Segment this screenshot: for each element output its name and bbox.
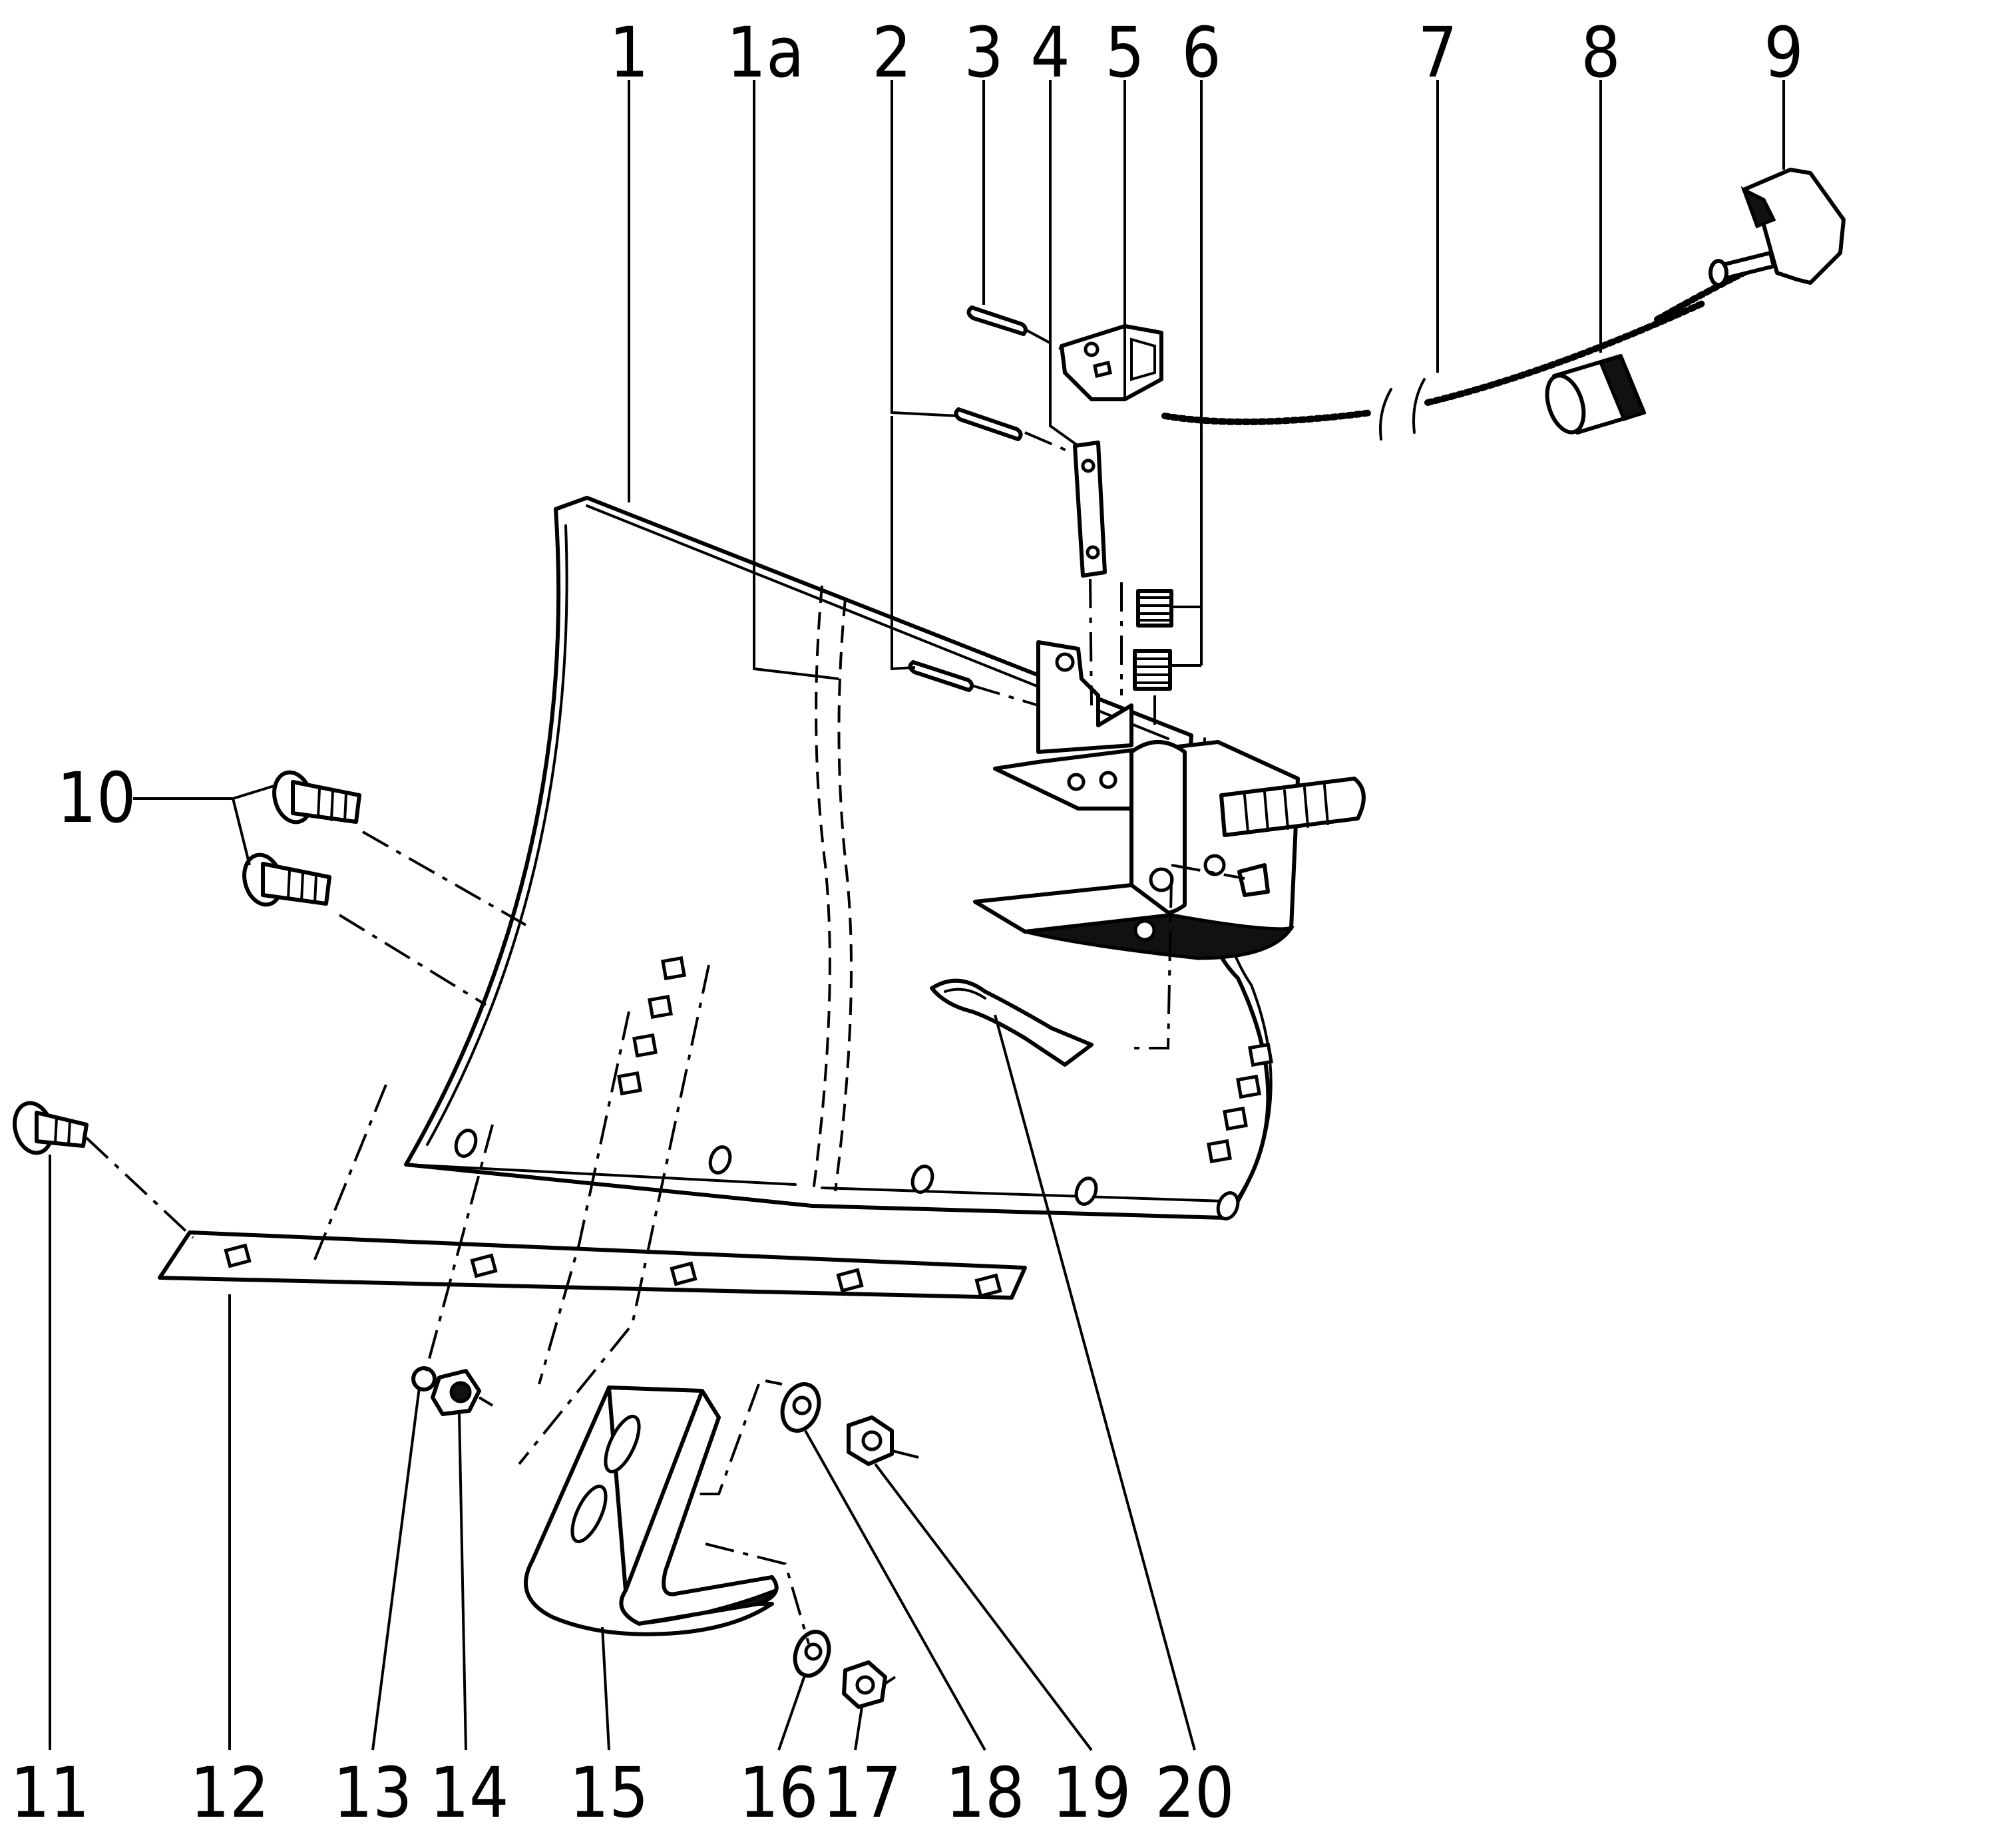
pin-3 bbox=[966, 305, 1028, 336]
callout-14: 14 bbox=[429, 1752, 508, 1833]
callout-13: 13 bbox=[333, 1752, 412, 1833]
bolt-10-lower bbox=[242, 852, 331, 907]
callout-18: 18 bbox=[945, 1752, 1024, 1833]
callout-1: 1 bbox=[609, 12, 649, 93]
upper-bracket-part-5 bbox=[1060, 324, 1163, 401]
hitch-bracket bbox=[973, 640, 1366, 960]
callout-7: 7 bbox=[1418, 12, 1458, 93]
callout-2: 2 bbox=[872, 12, 912, 93]
leader-lines bbox=[49, 80, 1785, 1752]
callout-3: 3 bbox=[964, 12, 1004, 93]
callout-16: 16 bbox=[739, 1752, 818, 1833]
plate-holes bbox=[454, 956, 1273, 1220]
cable-7 bbox=[1161, 266, 1754, 441]
callout-17: 17 bbox=[822, 1752, 901, 1833]
springs-6 bbox=[1133, 589, 1173, 691]
handle-9 bbox=[1708, 168, 1846, 287]
washer-13 bbox=[411, 1366, 437, 1391]
callout-labels: 1 1a 2 3 4 5 6 7 8 9 10 11 12 13 14 15 1… bbox=[10, 12, 1803, 1833]
callout-1a: 1a bbox=[727, 12, 805, 93]
threaded-pin bbox=[1219, 777, 1366, 837]
nut-19 bbox=[847, 1415, 894, 1466]
pin-2-upper bbox=[954, 407, 1023, 441]
callout-20: 20 bbox=[1155, 1752, 1234, 1833]
nut-17 bbox=[842, 1660, 887, 1709]
callout-5: 5 bbox=[1105, 12, 1145, 93]
callout-9: 9 bbox=[1764, 12, 1804, 93]
callout-10: 10 bbox=[57, 757, 136, 838]
callout-12: 12 bbox=[190, 1752, 269, 1833]
bolt-10-upper bbox=[272, 770, 361, 825]
skid-shoe-15 bbox=[524, 1386, 779, 1636]
nut-14 bbox=[431, 1369, 481, 1416]
washer-18 bbox=[780, 1382, 821, 1433]
callout-4: 4 bbox=[1030, 12, 1070, 93]
link-4 bbox=[1073, 441, 1107, 578]
callout-11: 11 bbox=[10, 1752, 89, 1833]
callout-15: 15 bbox=[569, 1752, 648, 1833]
blade-12 bbox=[158, 1230, 1027, 1300]
spring-clip-20 bbox=[930, 978, 1094, 1067]
callout-19: 19 bbox=[1052, 1752, 1131, 1833]
callout-6: 6 bbox=[1181, 12, 1221, 93]
callout-8: 8 bbox=[1581, 12, 1621, 93]
washer-16 bbox=[793, 1630, 831, 1678]
assembly-lines bbox=[85, 328, 1245, 1685]
pin-2-lower bbox=[908, 660, 974, 692]
bolt-11 bbox=[13, 1101, 89, 1155]
sleeve-8 bbox=[1545, 353, 1647, 435]
